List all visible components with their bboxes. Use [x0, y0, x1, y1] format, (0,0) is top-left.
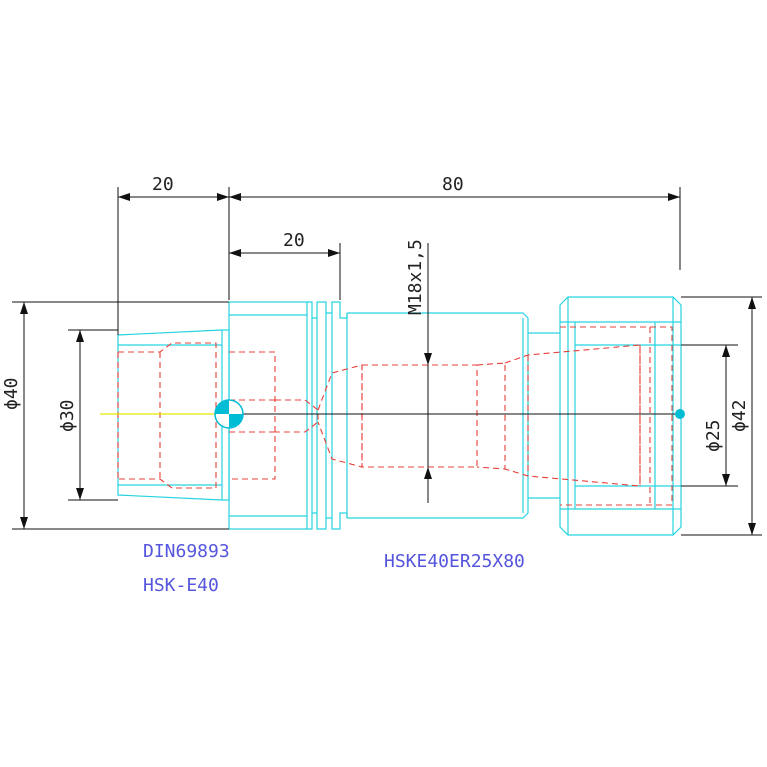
- dim-dia-30: ϕ30: [57, 399, 78, 432]
- centerline: [100, 399, 685, 429]
- dim-total-length: 80: [442, 174, 464, 195]
- dim-thread: M18x1,5: [405, 239, 426, 315]
- part-outline: [117, 296, 682, 536]
- label-standard: DIN69893: [143, 541, 230, 562]
- dimension-lines: [12, 187, 762, 536]
- label-shank: HSK-E40: [143, 575, 219, 596]
- dim-flange-length: 20: [283, 230, 305, 251]
- label-model: HSKE40ER25X80: [384, 551, 525, 572]
- dim-dia-42: ϕ42: [729, 399, 750, 432]
- dim-dia-25: ϕ25: [703, 419, 724, 452]
- dim-left-length: 20: [152, 174, 174, 195]
- hidden-lines: [117, 326, 673, 506]
- dim-dia-40: ϕ40: [1, 377, 22, 410]
